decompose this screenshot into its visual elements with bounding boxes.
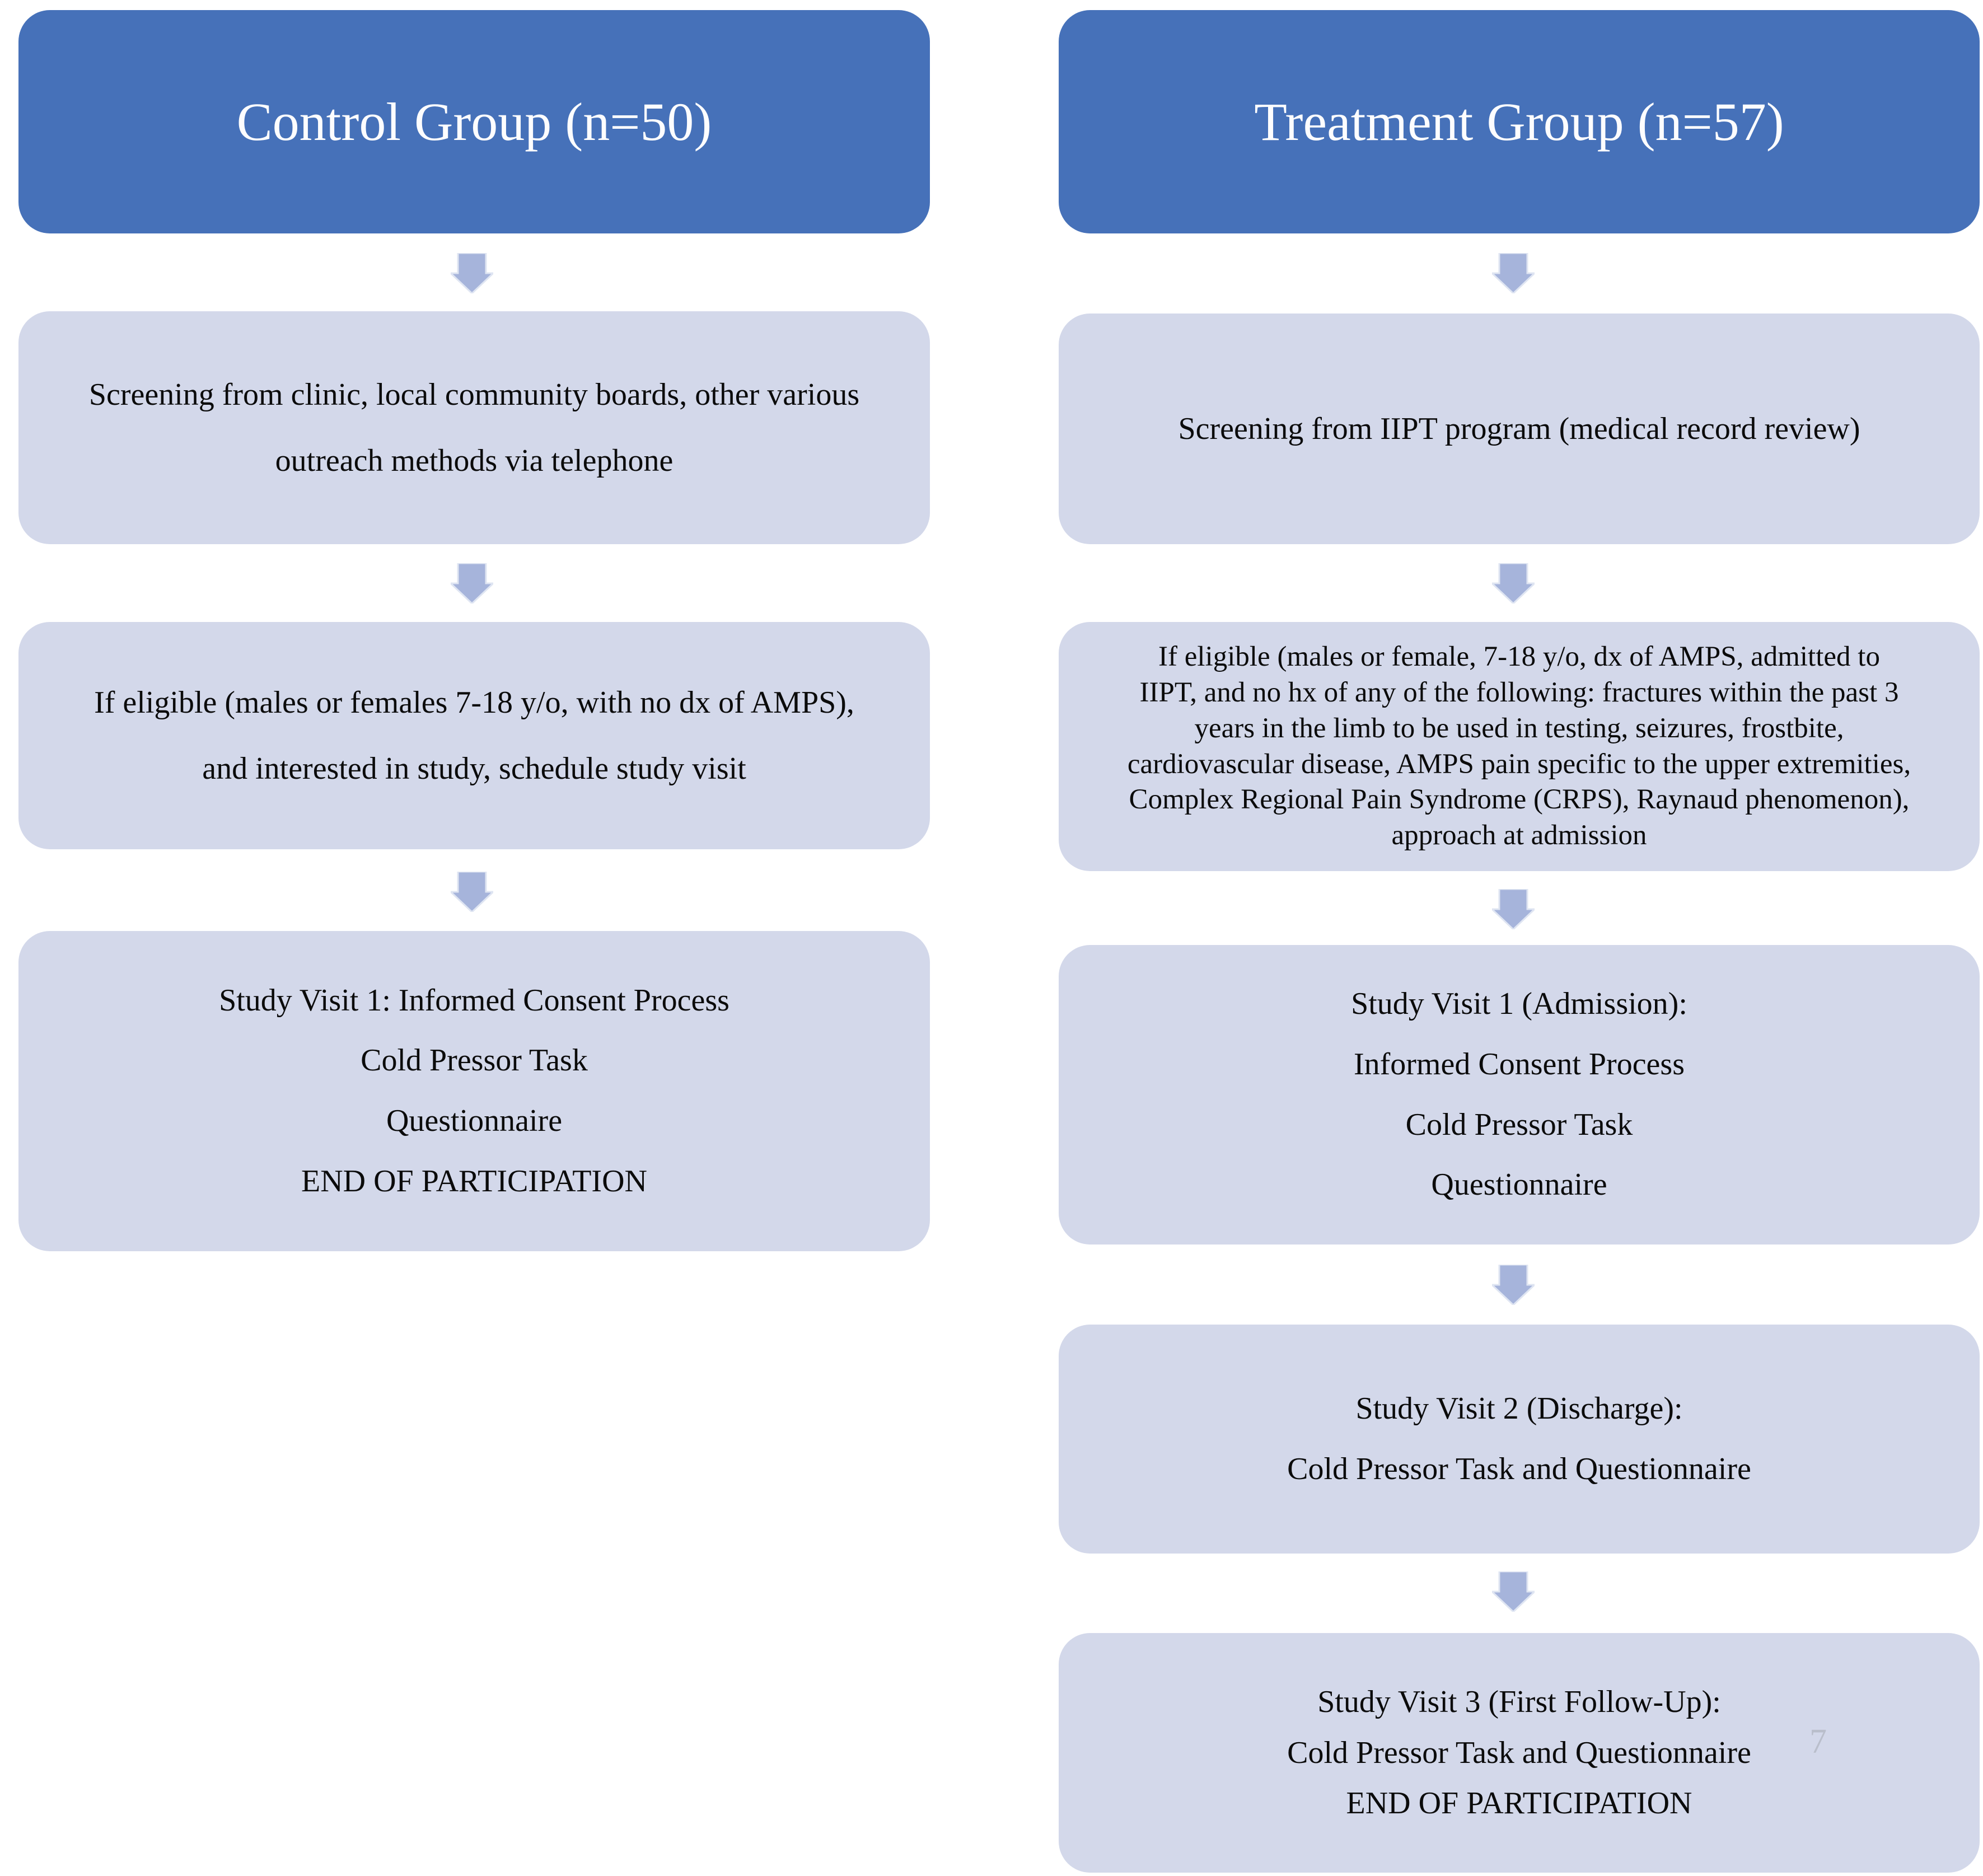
down-arrow-shape [451,563,493,603]
page-number-watermark: 7 [1809,1723,1827,1761]
down-arrow-shape [1492,1571,1535,1612]
down-arrow-icon [1492,563,1535,603]
down-arrow-shape [451,872,493,912]
down-arrow-icon [1492,1571,1535,1612]
down-arrow-shape [451,253,493,293]
down-arrow-icon [1492,889,1535,929]
treatment-group-header-box: Treatment Group (n=57) [1059,10,1980,233]
down-arrow-icon [451,872,493,912]
control-step-eligibility-box: If eligible (males or females 7-18 y/o, … [18,622,930,849]
treatment-step-eligibility-box: If eligible (males or female, 7-18 y/o, … [1059,622,1980,871]
treatment-step-visit1-box: Study Visit 1 (Admission): Informed Cons… [1059,945,1980,1245]
down-arrow-icon [451,563,493,603]
down-arrow-shape [1492,1265,1535,1305]
down-arrow-icon [1492,253,1535,293]
down-arrow-shape [1492,253,1535,293]
treatment-step-visit2-box: Study Visit 2 (Discharge): Cold Pressor … [1059,1325,1980,1554]
down-arrow-shape [1492,563,1535,603]
control-group-header-box: Control Group (n=50) [18,10,930,233]
treatment-step-screening-box: Screening from IIPT program (medical rec… [1059,314,1980,544]
down-arrow-icon [1492,1265,1535,1305]
treatment-step-visit3-box: Study Visit 3 (First Follow-Up): Cold Pr… [1059,1633,1980,1873]
down-arrow-icon [451,253,493,293]
down-arrow-shape [1492,889,1535,929]
control-step-visit1-box: Study Visit 1: Informed Consent Process … [18,931,930,1251]
control-step-screening-box: Screening from clinic, local community b… [18,311,930,544]
